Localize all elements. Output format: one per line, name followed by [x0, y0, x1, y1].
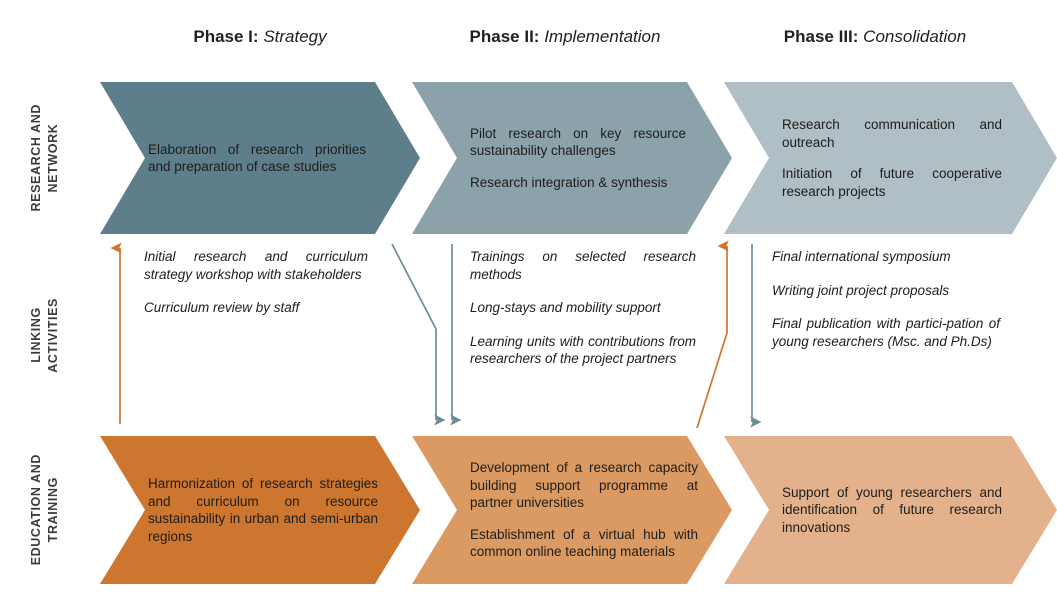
chevron-research-phase2-shape	[412, 82, 732, 234]
row-label-education-and-training: EDUCATION AND TRAINING	[0, 436, 90, 584]
chevron-education-phase2-shape	[412, 436, 732, 584]
chevron-education-phase3-shape	[724, 436, 1057, 584]
chevron-research-phase3-shape	[724, 82, 1057, 234]
row-label-education-and-training-line1: EDUCATION AND	[29, 454, 43, 566]
chevron-text-paragraph: Initiation of future cooperative researc…	[782, 166, 1002, 199]
phase-header-3-number: Phase III:	[783, 27, 859, 46]
row-label-research-and-network-line2: NETWORK	[46, 123, 60, 193]
row-label-linking-activities-line1: LINKING	[29, 307, 43, 363]
linking-activities-phase1-text: Initial research and curriculum strategy…	[144, 248, 368, 317]
chevron-text-paragraph: Establishment of a virtual hub with comm…	[470, 526, 698, 560]
linking-text-paragraph: Long-stays and mobility support	[470, 300, 661, 315]
linking-text-paragraph: Trainings on selected research methods	[470, 249, 696, 282]
phase-header-1-name: Strategy	[263, 27, 327, 46]
chevron-education-phase2[interactable]: Development of a research capacity build…	[412, 436, 732, 584]
arrow-up-orange-bent-phase2-to-phase3	[696, 240, 729, 429]
row-label-research-and-network: RESEARCH AND NETWORK	[0, 82, 90, 234]
linking-text-paragraph: Final publication with partici-pation of…	[772, 316, 1000, 349]
chevron-education-phase1-shape	[100, 436, 420, 584]
arrow-down-blue-bent-phase1-to-phase2	[391, 243, 446, 426]
linking-text-paragraph: Writing joint project proposals	[772, 282, 950, 298]
row-label-research-and-network-line1: RESEARCH AND	[29, 104, 43, 212]
chevron-education-phase2-text: Development of a research capacity build…	[470, 436, 698, 584]
chevron-text-paragraph: Harmonization of research strategies and…	[148, 476, 378, 544]
row-education-and-training: Harmonization of research strategies and…	[100, 436, 1057, 584]
phase-header-3-name: Consolidation	[863, 27, 967, 46]
row-label-linking-activities: LINKING ACTIVITIES	[0, 240, 90, 430]
chevron-text-paragraph: Pilot research on key resource sustainab…	[470, 125, 686, 159]
linking-text-paragraph: Final international symposium	[772, 249, 951, 264]
chevron-education-phase3[interactable]: Support of young researchers and identif…	[724, 436, 1057, 584]
chevron-research-phase1[interactable]: Elaboration of research priorities and p…	[100, 82, 420, 234]
row-research-and-network: Elaboration of research priorities and p…	[100, 82, 1057, 234]
chevron-research-phase1-shape	[100, 82, 420, 234]
chevron-education-phase1[interactable]: Harmonization of research strategies and…	[100, 436, 420, 584]
phase-header-1: Phase I: Strategy	[110, 24, 410, 50]
phase-header-1-number: Phase I:	[193, 27, 259, 46]
linking-activities-phase2-text: Trainings on selected research methods L…	[470, 248, 696, 368]
chevron-text-paragraph: Support of young researchers and identif…	[782, 484, 1002, 535]
chevron-research-phase2[interactable]: Pilot research on key resource sustainab…	[412, 82, 732, 234]
row-label-linking-activities-line2: ACTIVITIES	[46, 297, 60, 373]
phase-header-2: Phase II: Implementation	[415, 24, 715, 50]
phase-header-2-number: Phase II:	[469, 27, 540, 46]
row-label-education-and-training-line2: TRAINING	[46, 477, 60, 543]
chevron-research-phase3[interactable]: Research communication and outreach Init…	[724, 82, 1057, 234]
linking-text-paragraph: Curriculum review by staff	[144, 300, 300, 315]
chevron-text-paragraph: Elaboration of research priorities and p…	[148, 141, 366, 175]
chevron-education-phase3-text: Support of young researchers and identif…	[782, 436, 1002, 584]
chevron-research-phase2-text: Pilot research on key resource sustainab…	[470, 82, 686, 234]
chevron-text-paragraph: Research communication and outreach	[782, 117, 1002, 150]
chevron-education-phase1-text: Harmonization of research strategies and…	[148, 436, 378, 584]
linking-text-paragraph: Learning units with contributions from r…	[470, 333, 696, 367]
linking-activities-phase3-text: Final international symposium Writing jo…	[772, 248, 1000, 350]
phase-header-3: Phase III: Consolidation	[725, 24, 1025, 50]
phase-header-2-name: Implementation	[544, 27, 661, 46]
chevron-text-paragraph: Research integration & synthesis	[470, 174, 668, 190]
chevron-text-paragraph: Development of a research capacity build…	[470, 460, 698, 511]
chevron-research-phase1-text: Elaboration of research priorities and p…	[148, 82, 366, 234]
linking-text-paragraph: Initial research and curriculum strategy…	[144, 249, 368, 282]
chevron-research-phase3-text: Research communication and outreach Init…	[782, 82, 1002, 234]
